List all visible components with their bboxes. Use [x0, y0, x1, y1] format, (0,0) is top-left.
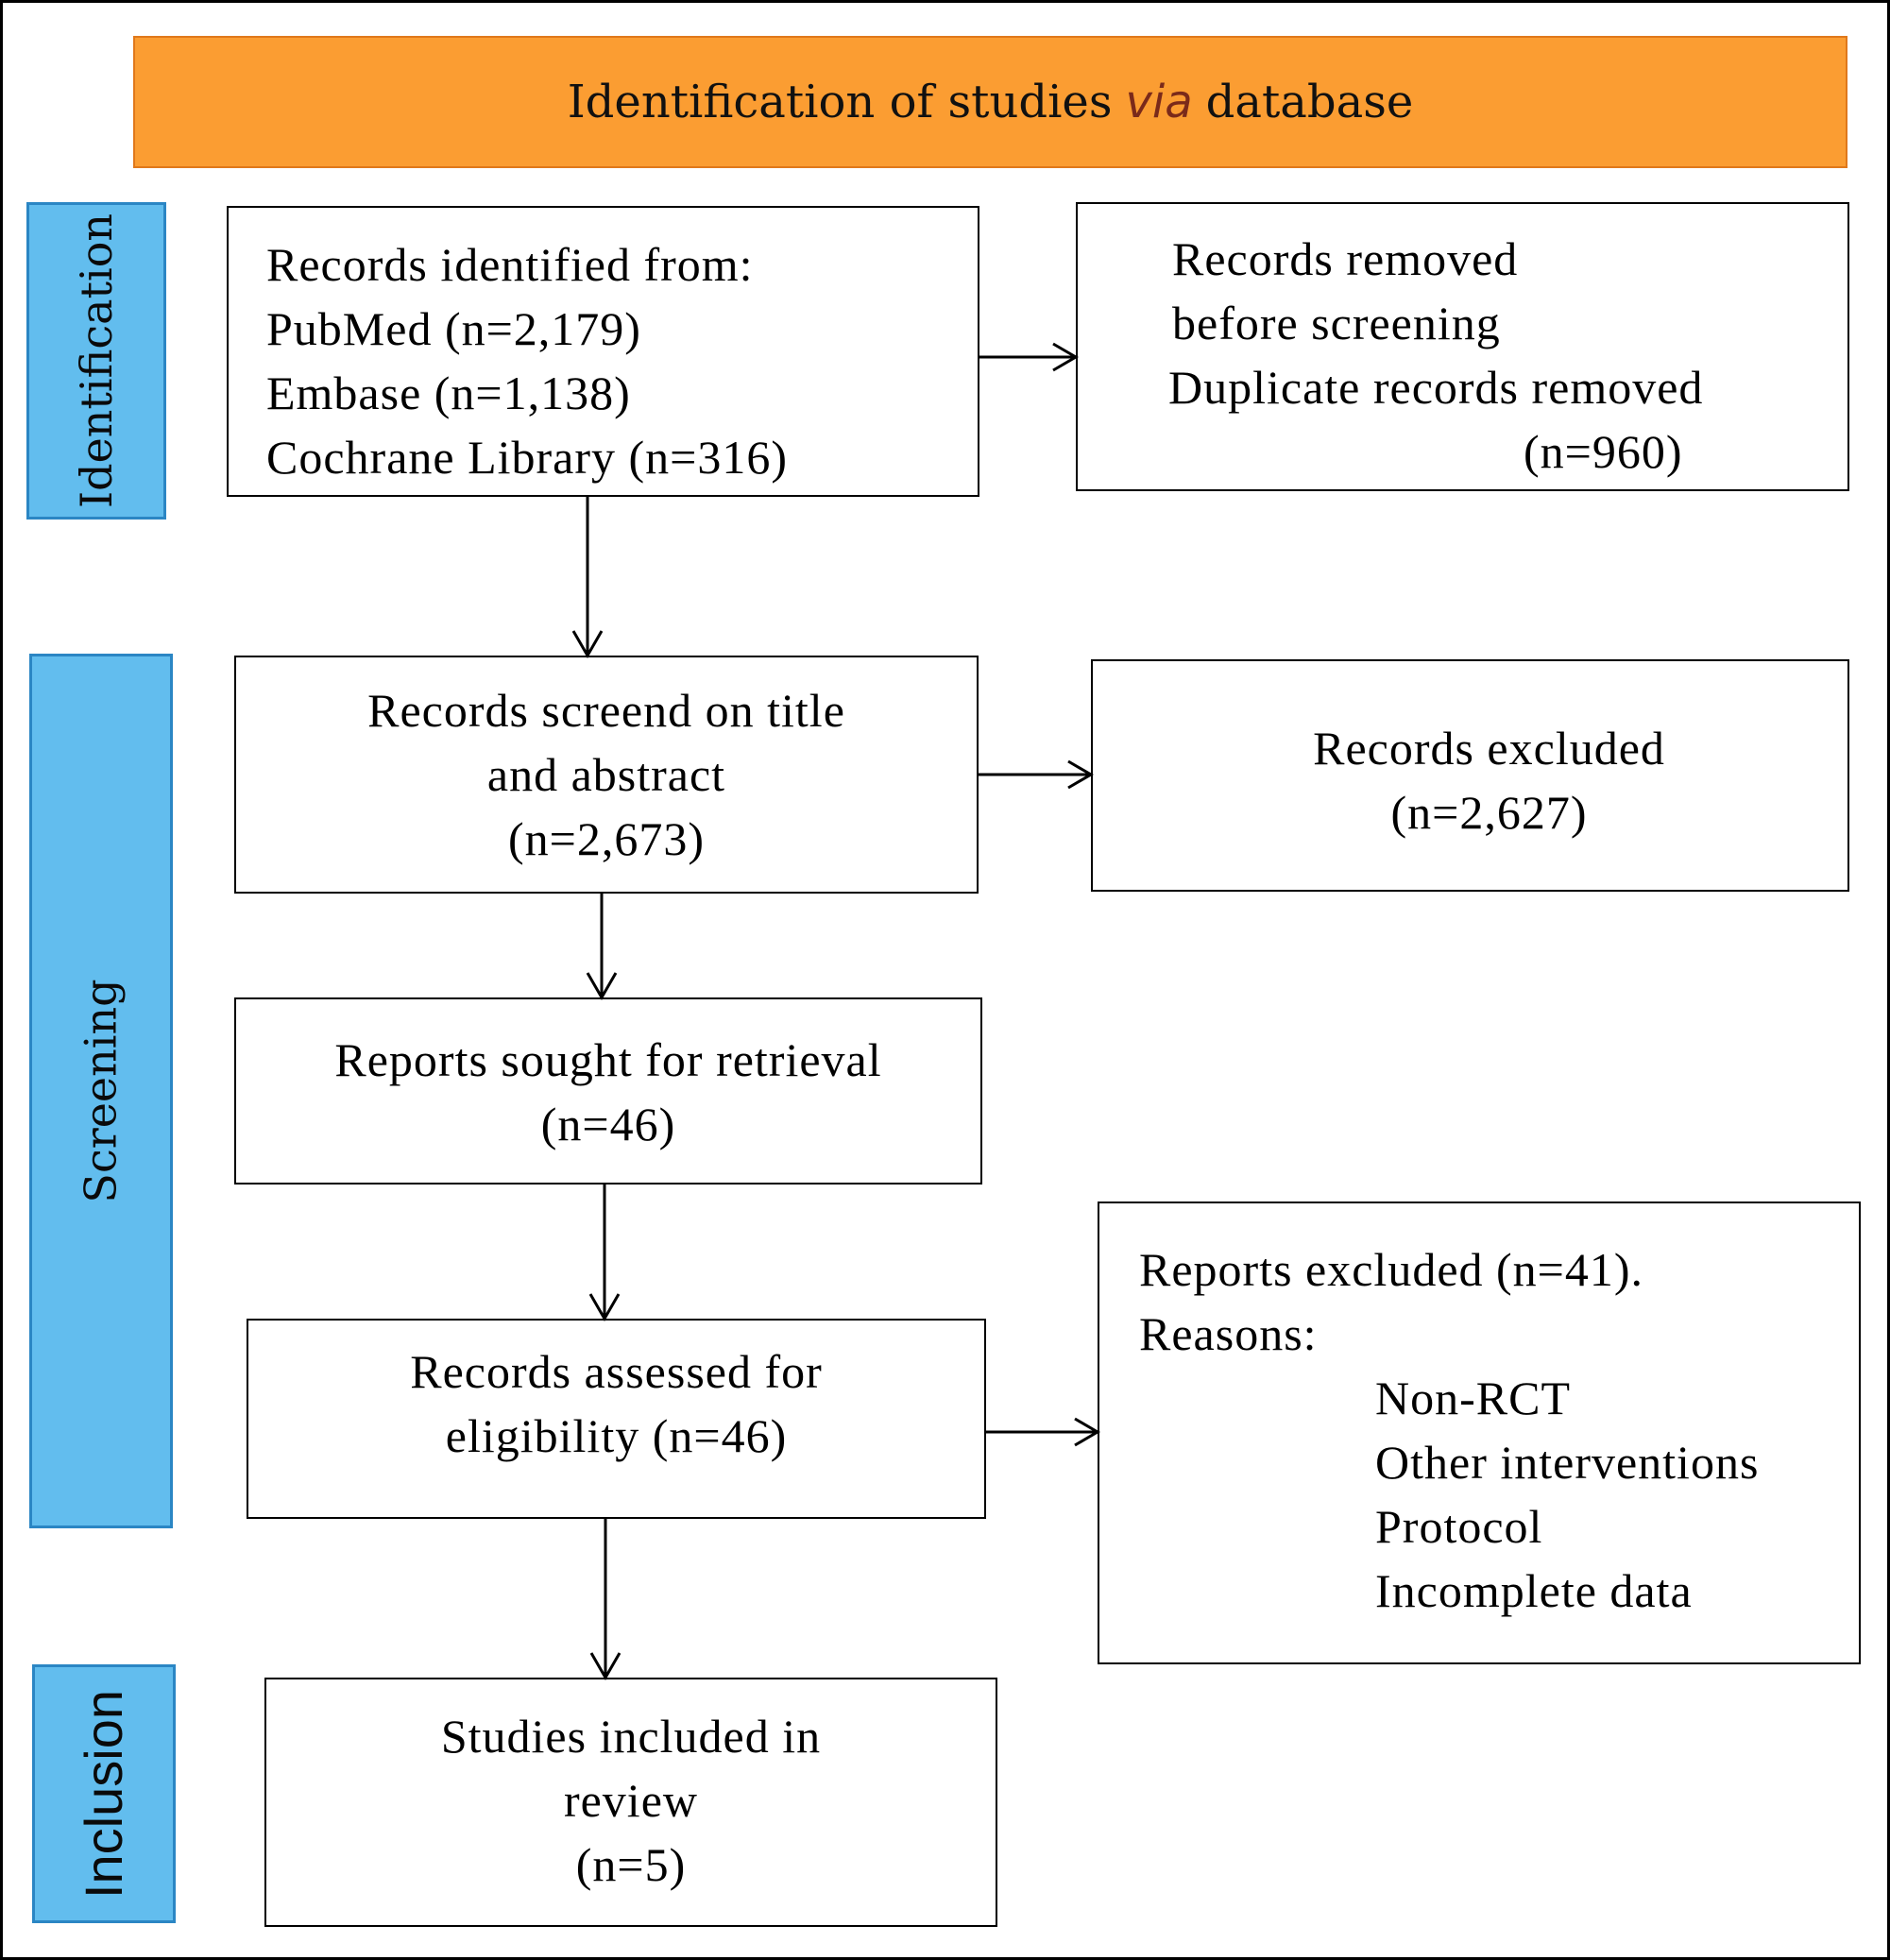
records-excluded-line: Records excluded: [1313, 722, 1665, 775]
studies-included-box: Studies included in review (n=5): [264, 1678, 997, 1927]
records-identified-line: PubMed (n=2,179): [266, 302, 641, 355]
records-identified-box: Records identified from: PubMed (n=2,179…: [227, 206, 979, 497]
records-assessed-box: Records assessed for eligibility (n=46): [247, 1319, 986, 1519]
reports-sought-box: Reports sought for retrieval (n=46): [234, 997, 982, 1185]
header-banner: Identification of studies via database: [133, 36, 1847, 168]
header-text-via: via: [1125, 76, 1193, 128]
phase-identification-label: Identification: [71, 213, 122, 509]
reports-excluded-title: Reports excluded (n=41).: [1139, 1243, 1644, 1296]
reports-excluded-reason: Other interventions: [1375, 1436, 1760, 1489]
records-identified-line: Records identified from:: [266, 238, 754, 291]
header-text-post: database: [1205, 76, 1414, 128]
records-removed-box: Records removed before screening Duplica…: [1076, 202, 1849, 491]
records-removed-line: (n=960): [1524, 425, 1683, 478]
reports-excluded-reason: Non-RCT: [1375, 1372, 1571, 1424]
records-excluded-line: (n=2,627): [1390, 786, 1588, 839]
studies-included-line: review: [563, 1774, 699, 1827]
reports-excluded-box: Reports excluded (n=41). Reasons: Non-RC…: [1098, 1202, 1861, 1664]
records-excluded-box: Records excluded (n=2,627): [1091, 659, 1849, 892]
records-screened-line: and abstract: [486, 748, 726, 801]
records-screened-box: Records screend on title and abstract (n…: [234, 656, 979, 894]
records-removed-line: Records removed: [1172, 232, 1519, 285]
records-screened-line: (n=2,673): [508, 812, 705, 865]
phase-screening: Screening: [29, 654, 173, 1528]
records-assessed-line: Records assessed for: [410, 1345, 823, 1398]
header-text-pre: Identification of studies: [567, 76, 1113, 128]
reports-excluded-reason: Incomplete data: [1375, 1564, 1693, 1617]
records-identified-line: Cochrane Library (n=316): [266, 431, 789, 484]
reports-excluded-reasons-label: Reasons:: [1139, 1307, 1318, 1360]
phase-inclusion-label: Inclusion: [74, 1689, 134, 1899]
studies-included-line: Studies included in: [440, 1710, 822, 1763]
phase-identification: Identification: [26, 202, 166, 520]
records-removed-line: before screening: [1172, 297, 1501, 349]
reports-sought-line: (n=46): [540, 1098, 676, 1150]
studies-included-line: (n=5): [575, 1838, 687, 1891]
phase-screening-label: Screening: [76, 979, 127, 1203]
records-identified-line: Embase (n=1,138): [266, 366, 631, 419]
phase-inclusion: Inclusion: [32, 1664, 176, 1923]
records-screened-line: Records screend on title: [367, 684, 845, 737]
reports-sought-line: Reports sought for retrieval: [334, 1033, 882, 1086]
records-removed-line: Duplicate records removed: [1168, 361, 1704, 414]
records-assessed-line: eligibility (n=46): [445, 1409, 788, 1462]
reports-excluded-reason: Protocol: [1375, 1500, 1543, 1553]
